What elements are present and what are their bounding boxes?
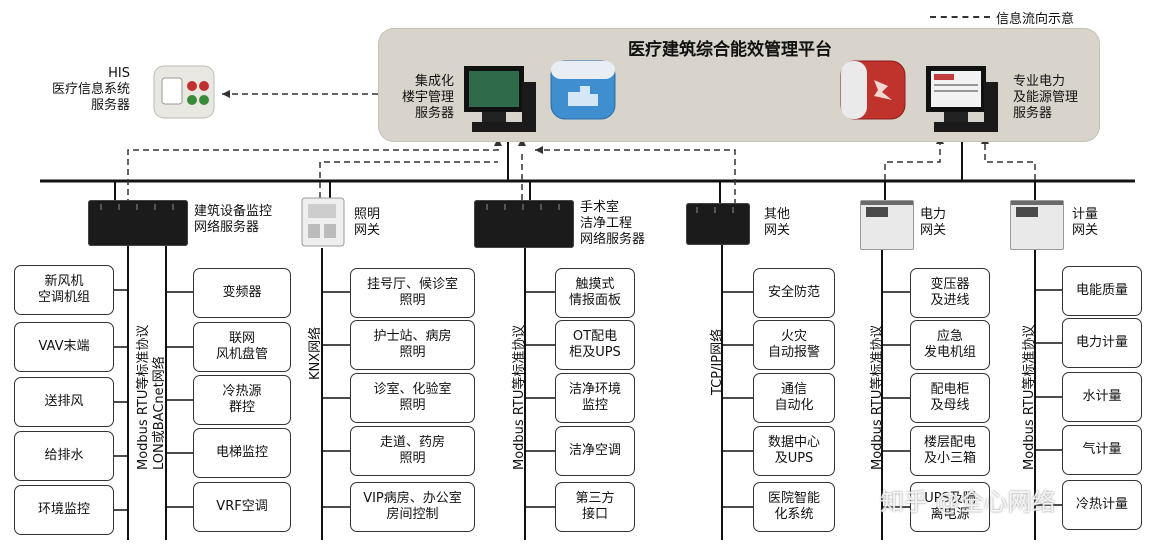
subsystem-box: 诊室、化验室 照明 bbox=[350, 373, 475, 423]
gateway-label-line: 洁净工程 bbox=[580, 216, 633, 231]
power-label-line: 服务器 bbox=[1013, 106, 1053, 121]
subsystem-box: 数据中心 及UPS bbox=[753, 426, 835, 476]
legend-text: 信息流向示意 bbox=[996, 12, 1075, 27]
bms-software-icon bbox=[550, 60, 616, 120]
power-gateway-label: 电力 网关 bbox=[920, 207, 970, 239]
subsystem-box: 水计量 bbox=[1062, 372, 1142, 422]
subsystem-box: VAV末端 bbox=[14, 322, 114, 372]
bms-label-line: 集成化 bbox=[414, 74, 454, 89]
lighting-protocol: KNX网络 bbox=[308, 326, 323, 380]
gateway-label-line: 网络服务器 bbox=[580, 232, 646, 247]
flow-meter bbox=[984, 140, 1036, 200]
bms-label-line: 楼宇管理 bbox=[401, 90, 454, 105]
subsystem-box: 冷热源 群控 bbox=[193, 375, 291, 425]
gateway-label-line: 计量 bbox=[1072, 207, 1099, 222]
subsystem-box: 环境监控 bbox=[14, 485, 114, 535]
gateway-label-line: 手术室 bbox=[580, 200, 620, 215]
gateway-label-line: 网关 bbox=[1072, 223, 1099, 238]
flow-power bbox=[884, 140, 941, 200]
other-gateway-label: 其他 网关 bbox=[764, 207, 814, 239]
lighting-gateway-device bbox=[301, 197, 345, 247]
subsystem-box: 气计量 bbox=[1062, 425, 1142, 475]
his-label-line: HIS bbox=[108, 66, 130, 81]
subsystem-box: 医院智能 化系统 bbox=[753, 482, 835, 532]
power-label-line: 及能源管理 bbox=[1013, 90, 1079, 105]
other-protocol: TCP/IP网络 bbox=[710, 328, 725, 395]
watermark: 知乎 @全心网络 bbox=[880, 488, 1056, 516]
subsystem-box: VIP病房、办公室 房间控制 bbox=[350, 482, 475, 532]
legend-dash-line bbox=[930, 16, 990, 18]
other-gateway-device bbox=[686, 203, 750, 245]
subsystem-box: 楼层配电 及小三箱 bbox=[910, 426, 990, 476]
subsystem-box: 变压器 及进线 bbox=[910, 268, 990, 318]
subsystem-box: OT配电 柜及UPS bbox=[555, 320, 635, 370]
his-label-line: 服务器 bbox=[90, 98, 130, 113]
subsystem-box: 变频器 bbox=[193, 268, 291, 318]
bms-server-monitor-icon bbox=[464, 66, 536, 132]
power-server-label: 专业电力 及能源管理 服务器 bbox=[1013, 74, 1099, 122]
bas-gateway-label: 建筑设备监控 网络服务器 bbox=[194, 204, 304, 236]
bms-server-label: 集成化 楼宇管理 服务器 bbox=[384, 74, 454, 122]
subsystem-box: 联网 风机盘管 bbox=[193, 322, 291, 372]
subsystem-box: 配电柜 及母线 bbox=[910, 373, 990, 423]
subsystem-box: UPS及隔 离电源 bbox=[910, 482, 990, 532]
subsystem-box: 冷热计量 bbox=[1062, 480, 1142, 530]
subsystem-box: VRF空调 bbox=[193, 482, 291, 532]
or-protocol: Modbus RTU等标准协议 bbox=[512, 324, 527, 470]
gateway-label-line: 网络服务器 bbox=[194, 220, 260, 235]
gateway-label-line: 网关 bbox=[920, 223, 947, 238]
gateway-label-line: 其他 bbox=[764, 207, 791, 222]
subsystem-box: 洁净环境 监控 bbox=[555, 373, 635, 423]
gateway-label-line: 网关 bbox=[354, 223, 381, 238]
subsystem-box: 通信 自动化 bbox=[753, 373, 835, 423]
lighting-gateway-label: 照明 网关 bbox=[354, 207, 404, 239]
gateway-label-line: 建筑设备监控 bbox=[194, 204, 273, 219]
or-network-server-device bbox=[474, 200, 574, 248]
power-label-line: 专业电力 bbox=[1013, 74, 1066, 89]
platform-title: 医疗建筑综合能效管理平台 bbox=[628, 40, 832, 60]
bas-network-server-device bbox=[88, 200, 188, 246]
subsystem-box: 触摸式 情报面板 bbox=[555, 268, 635, 318]
subsystem-box: 送排风 bbox=[14, 377, 114, 427]
flow-other bbox=[535, 149, 736, 205]
meter-gateway-device bbox=[1010, 200, 1064, 250]
subsystem-box: 第三方 接口 bbox=[555, 482, 635, 532]
his-label-line: 医疗信息系统 bbox=[51, 82, 130, 97]
subsystem-box: 给排水 bbox=[14, 431, 114, 481]
subsystem-box: 洁净空调 bbox=[555, 426, 635, 476]
gateway-label-line: 照明 bbox=[354, 207, 381, 222]
subsystem-box: 火灾 自动报警 bbox=[753, 320, 835, 370]
flow-lighting bbox=[319, 161, 498, 198]
meter-protocol: Modbus RTU等标准协议 bbox=[1022, 324, 1037, 470]
or-gateway-label: 手术室 洁净工程 网络服务器 bbox=[580, 200, 680, 248]
his-server-icon bbox=[153, 65, 215, 119]
subsystem-box: 新风机 空调机组 bbox=[14, 265, 114, 315]
energy-software-icon bbox=[840, 60, 906, 120]
power-gateway-device bbox=[860, 200, 914, 250]
bms-label-line: 服务器 bbox=[414, 106, 454, 121]
subsystem-box: 走道、药房 照明 bbox=[350, 426, 475, 476]
legend: 信息流向示意 bbox=[930, 6, 1150, 27]
subsystem-box: 挂号厅、候诊室 照明 bbox=[350, 268, 475, 318]
bas-protocol-right: LON或BACnet网络 bbox=[152, 356, 167, 470]
subsystem-box: 电力计量 bbox=[1062, 318, 1142, 368]
subsystem-box: 护士站、病房 照明 bbox=[350, 320, 475, 370]
subsystem-box: 电梯监控 bbox=[193, 428, 291, 478]
gateway-label-line: 电力 bbox=[920, 207, 947, 222]
subsystem-box: 应急 发电机组 bbox=[910, 320, 990, 370]
power-protocol: Modbus RTU等标准协议 bbox=[870, 324, 885, 470]
his-label: HIS 医疗信息系统 服务器 bbox=[20, 66, 130, 114]
subsystem-box: 电能质量 bbox=[1062, 266, 1142, 316]
meter-gateway-label: 计量 网关 bbox=[1072, 207, 1122, 239]
power-server-monitor-icon bbox=[926, 66, 998, 132]
subsystem-box: 安全防范 bbox=[753, 268, 835, 318]
gateway-label-line: 网关 bbox=[764, 223, 791, 238]
